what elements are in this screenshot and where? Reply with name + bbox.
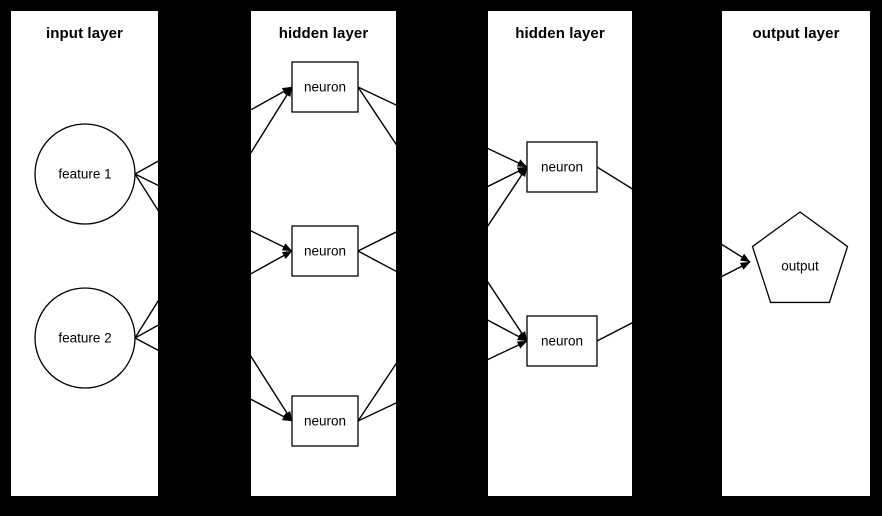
layer-title-input: input layer [46, 25, 123, 42]
node-label-feature-2: feature 2 [58, 331, 111, 346]
rect-shape [291, 61, 359, 113]
node-h1-neuron-3[interactable]: neuron [291, 395, 359, 447]
layer-panel-hidden-2 [488, 11, 632, 496]
node-feature-2[interactable]: feature 2 [34, 287, 136, 389]
layer-title-input-wrap: input layer [11, 11, 158, 496]
layer-title-hidden-1: hidden layer [278, 25, 369, 42]
node-label-h1-neuron-1: neuron [304, 80, 346, 95]
rect-shape [291, 395, 359, 447]
node-label-output-node: output [781, 259, 819, 274]
layer-title-hidden-2-wrap: hidden layer [488, 11, 632, 496]
layer-title-hidden-2: hidden layer [515, 25, 605, 42]
rect-shape [291, 225, 359, 277]
pentagon-shape [751, 211, 849, 304]
node-h2-neuron-1[interactable]: neuron [526, 141, 598, 193]
node-output-node[interactable]: output [751, 211, 849, 304]
rect-shape [526, 315, 598, 367]
node-label-h1-neuron-3: neuron [304, 414, 346, 429]
layer-title-output-wrap: output layer [722, 11, 870, 496]
layer-panel-input [11, 11, 158, 496]
layer-title-hidden-1-wrap: hidden layer [251, 11, 396, 496]
node-h1-neuron-1[interactable]: neuron [291, 61, 359, 113]
rect-shape [526, 141, 598, 193]
layer-title-output: output layer [752, 25, 840, 42]
node-h2-neuron-2[interactable]: neuron [526, 315, 598, 367]
circle-shape [34, 287, 136, 389]
circle-shape [34, 123, 136, 225]
node-h1-neuron-2[interactable]: neuron [291, 225, 359, 277]
node-label-feature-1: feature 1 [58, 167, 111, 182]
node-label-h1-neuron-2: neuron [304, 244, 346, 259]
node-feature-1[interactable]: feature 1 [34, 123, 136, 225]
node-label-h2-neuron-1: neuron [541, 160, 583, 175]
node-label-h2-neuron-2: neuron [541, 334, 583, 349]
